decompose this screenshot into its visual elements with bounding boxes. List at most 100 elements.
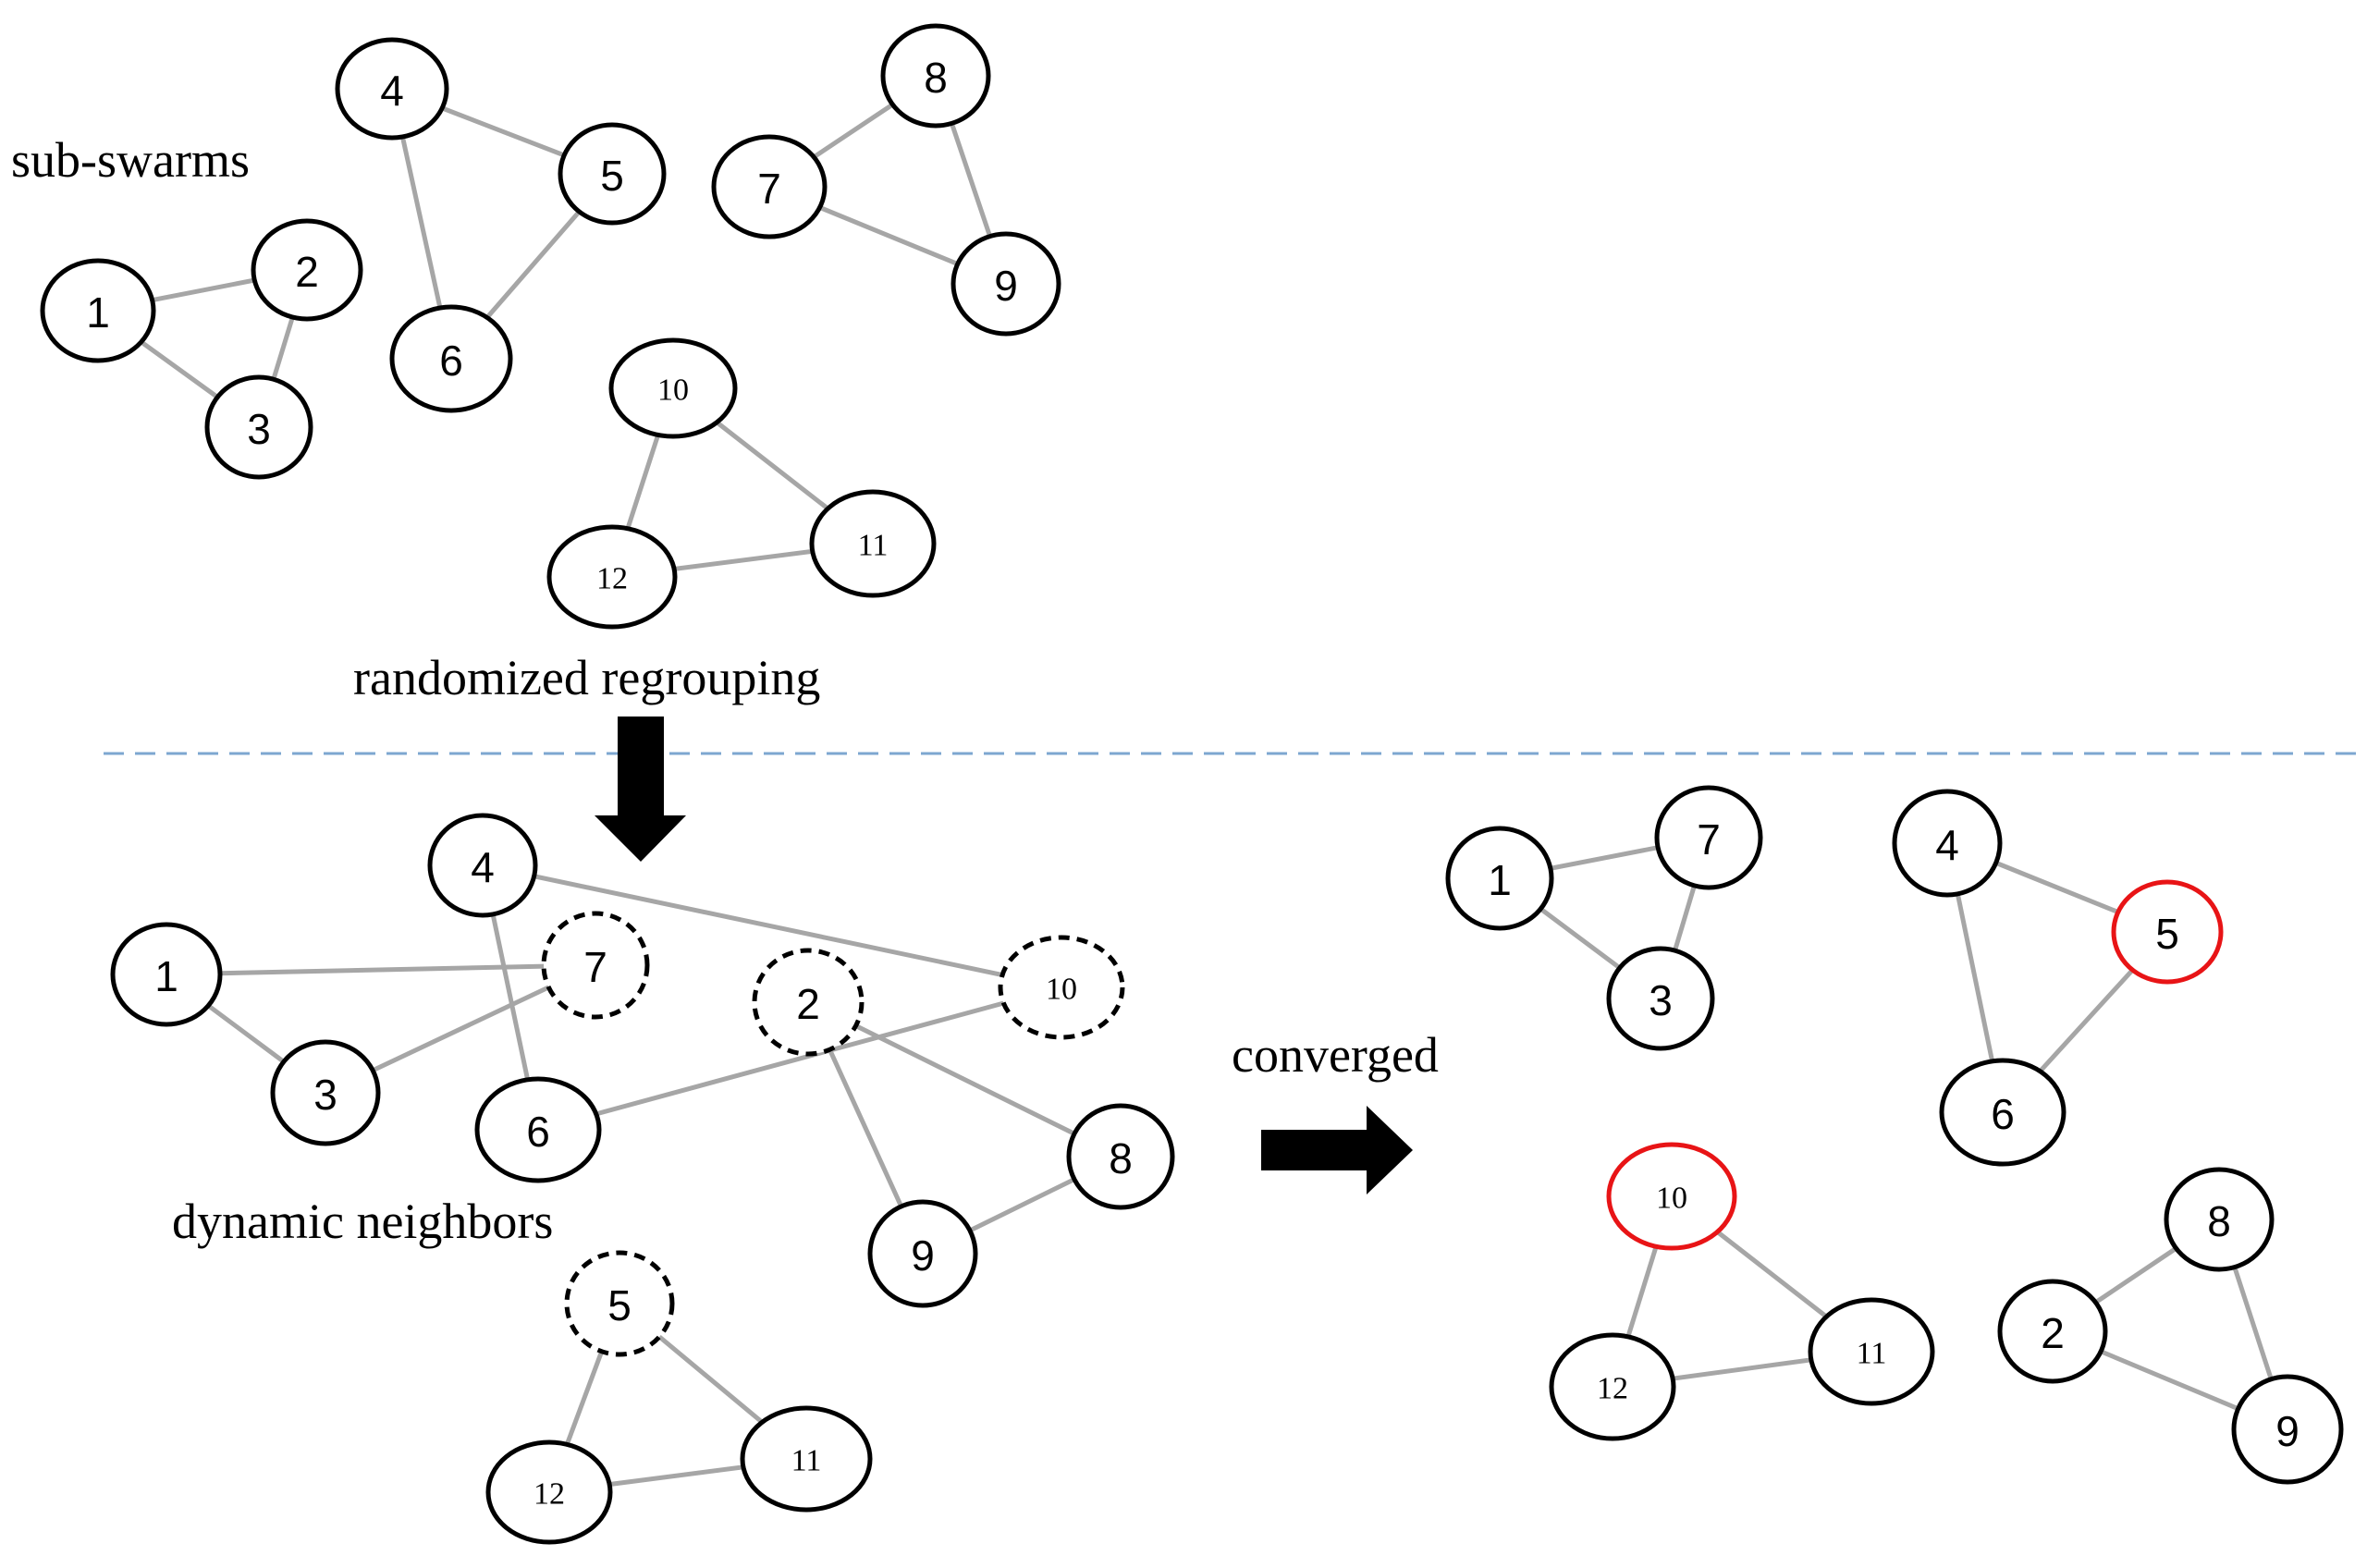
converged-node-label-1: 1 <box>1488 856 1512 904</box>
converged-node-circle-11 <box>1808 1297 1935 1406</box>
dynamic-node-5: 5 <box>564 1250 675 1357</box>
sub-swarm-node-label-5: 5 <box>600 152 624 200</box>
converged-node-10: 10 <box>1606 1142 1737 1251</box>
sub-swarm-node-12: 12 <box>546 524 678 630</box>
sub-swarm-node-label-10: 10 <box>657 374 689 408</box>
sub-swarm-node-6: 6 <box>389 304 513 413</box>
converged-node-label-4: 4 <box>1935 821 1959 869</box>
dynamic-node-circle-11 <box>740 1405 873 1513</box>
converged-node-12: 12 <box>1549 1332 1676 1441</box>
converged-node-6: 6 <box>1939 1058 2067 1167</box>
converged-node-label-11: 11 <box>1857 1337 1887 1371</box>
converged-node-4: 4 <box>1892 789 2003 898</box>
sub-swarm-node-circle-11 <box>809 489 937 598</box>
dynamic-node-label-6: 6 <box>526 1108 550 1156</box>
converged-node-circle-1 <box>1445 826 1554 931</box>
sub-swarm-node-circle-8 <box>880 23 991 129</box>
dynamic-edge-1-7 <box>166 962 596 977</box>
dynamic-node-6: 6 <box>474 1076 602 1183</box>
converged-node-label-5: 5 <box>2155 910 2179 958</box>
dynamic-node-circle-12 <box>485 1439 613 1545</box>
dynamic-node-circle-3 <box>270 1039 381 1146</box>
dynamic-node-label-11: 11 <box>791 1444 822 1478</box>
converged-node-circle-2 <box>1997 1279 2108 1384</box>
sub-swarm-node-7: 7 <box>711 134 828 239</box>
sub-swarm-node-circle-12 <box>546 524 678 630</box>
sub-swarm-node-11: 11 <box>809 489 937 598</box>
sub-swarm-node-circle-3 <box>204 374 313 480</box>
sub-swarm-node-circle-9 <box>950 231 1061 337</box>
converged-node-label-6: 6 <box>1991 1090 2015 1138</box>
sub-swarm-node-label-7: 7 <box>757 165 781 213</box>
dynamic-node-label-7: 7 <box>583 943 607 991</box>
sub-swarm-node-9: 9 <box>950 231 1061 337</box>
dynamic-node-label-5: 5 <box>607 1281 632 1329</box>
dynamic-node-circle-4 <box>427 813 538 918</box>
dynamic-node-label-3: 3 <box>313 1071 337 1119</box>
sub-swarm-node-8: 8 <box>880 23 991 129</box>
converged-node-label-12: 12 <box>1597 1372 1628 1406</box>
converged-node-label-10: 10 <box>1656 1182 1687 1216</box>
dynamic-node-circle-2 <box>752 948 865 1057</box>
sub-swarm-node-4: 4 <box>335 37 449 141</box>
sub-swarm-node-circle-4 <box>335 37 449 141</box>
dynamic-node-4: 4 <box>427 813 538 918</box>
sub-swarm-node-circle-7 <box>711 134 828 239</box>
arrow-right-icon <box>1261 1106 1413 1194</box>
dynamic-node-9: 9 <box>867 1199 978 1308</box>
sub-swarm-node-label-3: 3 <box>247 405 271 453</box>
dynamic-node-circle-8 <box>1066 1103 1175 1210</box>
sub-swarm-node-2: 2 <box>251 218 363 322</box>
dynamic-node-circle-9 <box>867 1199 978 1308</box>
converged-node-7: 7 <box>1654 785 1763 890</box>
converged-node-11: 11 <box>1808 1297 1935 1406</box>
sub-swarm-node-label-12: 12 <box>596 562 628 596</box>
dynamic-node-label-1: 1 <box>154 952 178 1000</box>
converged-label: converged <box>1232 1027 1439 1083</box>
dynamic-node-12: 12 <box>485 1439 613 1545</box>
sub-swarm-node-circle-5 <box>558 122 667 226</box>
dynamic-node-label-10: 10 <box>1046 973 1077 1007</box>
sub-swarm-node-label-11: 11 <box>858 529 889 563</box>
sub-swarm-node-label-4: 4 <box>380 67 404 115</box>
converged-node-circle-10 <box>1606 1142 1737 1251</box>
converged-node-circle-8 <box>2164 1167 2275 1272</box>
converged-node-circle-7 <box>1654 785 1763 890</box>
sub-swarm-node-label-1: 1 <box>86 288 110 337</box>
sub-swarm-node-label-6: 6 <box>439 337 463 385</box>
dynamic-node-circle-1 <box>110 922 223 1027</box>
dynamic-node-label-2: 2 <box>796 980 820 1028</box>
dynamic-node-circle-6 <box>474 1076 602 1183</box>
dynamic-node-1: 1 <box>110 922 223 1027</box>
sub-swarm-node-circle-10 <box>608 337 738 439</box>
dynamic-node-3: 3 <box>270 1039 381 1146</box>
converged-node-9: 9 <box>2231 1374 2344 1485</box>
sub-swarm-node-10: 10 <box>608 337 738 439</box>
sub-swarm-node-circle-6 <box>389 304 513 413</box>
dynamic-node-8: 8 <box>1066 1103 1175 1210</box>
sub-swarm-node-circle-1 <box>40 258 156 363</box>
converged-node-label-9: 9 <box>2275 1407 2300 1455</box>
dynamic-node-2: 2 <box>752 948 865 1057</box>
arrow-down-icon <box>595 717 686 862</box>
converged-node-circle-5 <box>2111 879 2224 985</box>
converged-node-circle-4 <box>1892 789 2003 898</box>
converged-node-3: 3 <box>1606 946 1715 1051</box>
dynamic-edge-4-10 <box>482 863 1062 990</box>
randomized-regrouping-label: randomized regrouping <box>353 650 821 705</box>
sub-swarm-node-circle-2 <box>251 218 363 322</box>
converged-node-circle-9 <box>2231 1374 2344 1485</box>
dynamic-node-circle-10 <box>998 935 1125 1040</box>
dynamic-node-7: 7 <box>541 911 650 1020</box>
sub-swarms-label: sub-swarms <box>11 132 250 188</box>
dynamic-neighbors-label: dynamic neighbors <box>172 1194 554 1249</box>
dynamic-edge-6-10 <box>537 985 1062 1133</box>
dynamic-node-11: 11 <box>740 1405 873 1513</box>
converged-node-label-8: 8 <box>2207 1197 2231 1245</box>
dynamic-edge-2-8 <box>806 999 1122 1159</box>
converged-node-2: 2 <box>1997 1279 2108 1384</box>
converged-node-circle-6 <box>1939 1058 2067 1167</box>
converged-node-label-7: 7 <box>1697 815 1721 864</box>
sub-swarm-node-label-2: 2 <box>295 248 319 296</box>
sub-swarm-node-5: 5 <box>558 122 667 226</box>
